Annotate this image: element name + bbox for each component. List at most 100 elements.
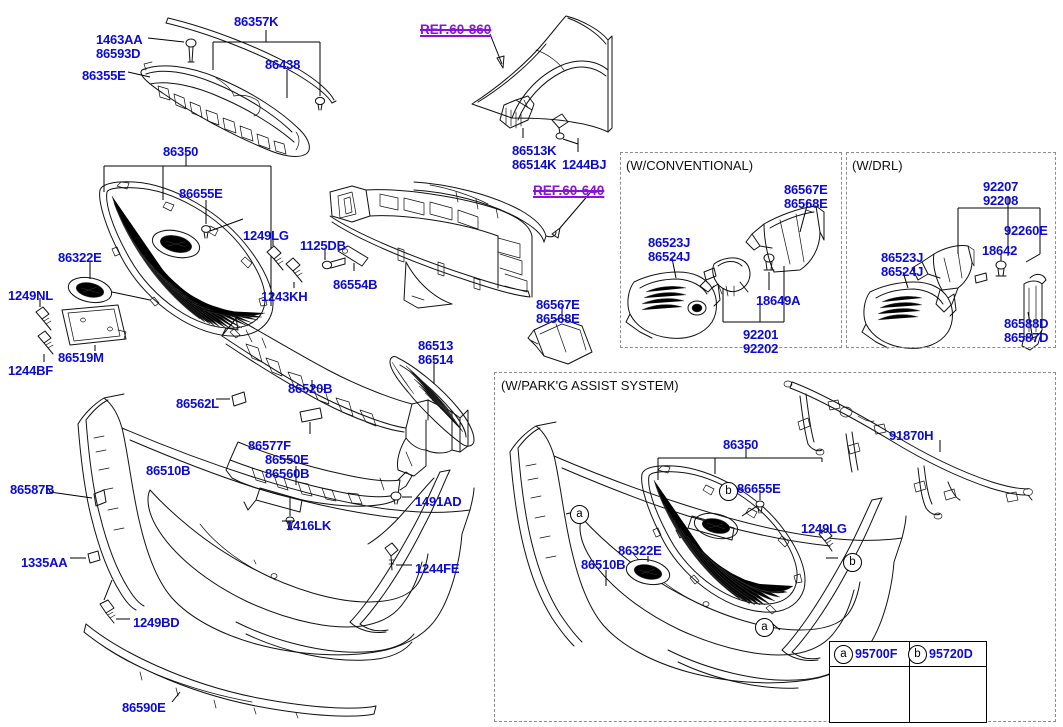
part-label-1125DB: 1125DB [300,238,346,253]
part-label-86567E-left: 86567E [536,297,580,312]
part-86519M-plate-bracket [61,304,127,346]
legend-code-b: 95720D [929,647,973,661]
part-label-86322E-pa: 86322E [618,543,662,558]
legend-divider [909,642,910,722]
part-label-1463AA: 1463AA [96,32,143,47]
part-front-fender [471,15,613,133]
fastener-86655E [201,225,211,239]
part-label-86560B: 86560B [265,466,310,481]
panel-park-assist-art [509,380,1033,689]
part-label-86524J-conv: 86524J [648,249,691,264]
part-label-1416LK: 1416LK [286,518,332,533]
fastener-1463AA [185,38,197,63]
part-label-86524J-drl: 86524J [881,264,924,279]
callout-mark-a-1: a [570,505,589,524]
fastener-1125DB [321,257,346,270]
part-label-86655E-pa: 86655E [737,481,781,496]
part-86510B-bumper-cover [77,393,475,661]
part-86577F-pad [299,407,323,423]
part-label-1243KH: 1243KH [261,289,308,304]
ref-label-60-860[interactable]: REF.60-860 [420,22,492,37]
part-label-86568E-conv: 86568E [784,196,828,211]
fastener-1249LG [266,245,284,271]
part-label-1249LG-pa: 1249LG [801,521,847,536]
part-bumper-right-corner [349,469,451,633]
fastener-1491AD [390,491,402,505]
part-label-86567E-conv: 86567E [784,182,828,197]
part-label-92201: 92201 [743,327,779,342]
part-label-86438: 86438 [265,57,301,72]
part-label-1491AD: 1491AD [415,494,462,509]
part-label-86562L: 86562L [176,396,219,411]
part-label-86514K: 86514K [512,157,557,172]
part-86350-radiator-grille [99,181,274,339]
part-86355E-grille-upper [140,61,310,157]
part-label-92208: 92208 [983,193,1019,208]
part-label-86519M: 86519M [58,350,104,365]
part-label-86587D: 86587D [1004,330,1049,345]
fastener-1335AA [87,550,101,564]
callout-mark-b-2: b [843,553,862,572]
part-label-86568E-left: 86568E [536,311,580,326]
part-label-86513K: 86513K [512,143,557,158]
part-label-18649A: 18649A [756,293,801,308]
part-label-86593D: 86593D [96,46,141,61]
fastener-1243KH [285,257,303,283]
part-radiator-support-carrier [329,185,533,309]
part-label-86523J-conv: 86523J [648,235,691,250]
part-86513-fog-bezel [389,356,475,447]
part-label-1244BF: 1244BF [8,363,54,378]
part-label-91870H: 91870H [889,428,934,443]
part-label-1249NL: 1249NL [8,288,54,303]
part-86520B-impact-bar [221,317,469,477]
legend-header [830,642,986,667]
part-86357K-moulding [165,17,337,104]
part-label-86554B: 86554B [333,277,378,292]
part-label-1249BD: 1249BD [133,615,180,630]
ref-label-60-640[interactable]: REF.60-640 [533,183,605,198]
panel-conventional [620,152,842,348]
fastener-86587B [93,489,107,507]
panel-title-drl: (W/DRL) [852,158,903,173]
callout-mark-b-1: b [719,482,738,501]
part-label-86550E: 86550E [265,452,309,467]
part-label-92207: 92207 [983,179,1019,194]
part-label-1249LG: 1249LG [243,228,289,243]
part-label-86655E: 86655E [179,186,223,201]
fastener-1249BD [99,599,116,624]
part-label-86577F: 86577F [248,438,291,453]
part-label-86510B: 86510B [146,463,191,478]
part-label-1244FE: 1244FE [415,561,460,576]
part-86567E-duct-left [527,317,593,365]
fastener-1249NL [35,306,52,331]
part-label-92260E: 92260E [1004,223,1048,238]
part-86554B-stay [337,245,369,267]
part-label-86350: 86350 [163,144,199,159]
part-label-1335AA: 1335AA [21,555,68,570]
part-label-86355E: 86355E [82,68,126,83]
part-label-92202: 92202 [743,341,779,356]
part-label-86523J-drl: 86523J [881,250,924,265]
panel-park-assist [494,372,1056,722]
part-label-86588D: 86588D [1004,316,1049,331]
panel-conventional-art [625,205,825,339]
part-label-86513: 86513 [418,338,454,353]
part-label-86350-pa: 86350 [723,437,759,452]
fastener-1244BF [37,330,54,355]
panel-drl [846,152,1056,348]
part-label-86520B: 86520B [288,381,333,396]
part-86322E-emblem [67,276,113,304]
legend-mark-a: a [834,645,853,664]
part-label-86510B-pa: 86510B [581,557,626,572]
part-86562L-absorber [231,391,247,407]
panel-drl-art [861,245,1047,351]
part-label-1244BJ: 1244BJ [562,157,607,172]
fastener-1244BJ [551,113,569,140]
fastener-86438 [314,96,326,111]
part-label-86514: 86514 [418,352,454,367]
part-upper-crossmember [413,181,557,243]
part-label-86587B: 86587B [10,482,55,497]
panel-title-conventional: (W/CONVENTIONAL) [626,158,754,173]
part-86590E-lower-lip [83,623,377,719]
